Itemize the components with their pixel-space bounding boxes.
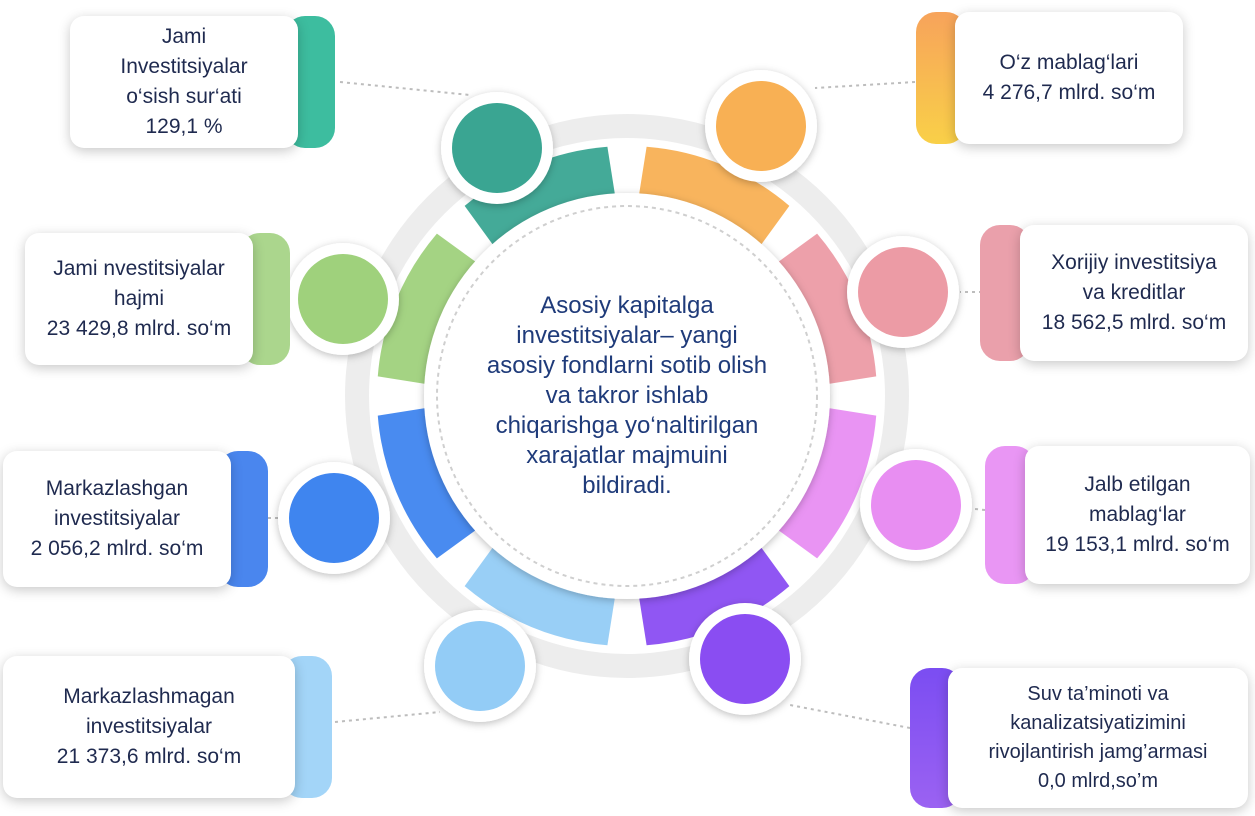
segment-dot-lower-left <box>289 473 379 563</box>
center-dashed-ring <box>436 205 818 587</box>
card-line: 23 429,8 mlrd. so‘m <box>46 317 232 340</box>
card-line: 18 562,5 mlrd. so‘m <box>1041 311 1227 334</box>
card-line: 129,1 % <box>145 115 223 138</box>
segment-dot-bottom-left <box>435 621 525 711</box>
card-line: kanalizatsiyatizimini <box>1010 712 1186 734</box>
center-description: Asosiy kapitalga investitsiyalar– yangi … <box>452 276 802 516</box>
card-line: 19 153,1 mlrd. so‘m <box>1045 533 1230 556</box>
card-line: investitsiyalar <box>85 715 213 738</box>
card-line: va kreditlar <box>1082 281 1186 304</box>
connector-line <box>789 704 911 729</box>
connector-line <box>814 81 916 89</box>
card-line: mablag‘lar <box>1089 503 1186 526</box>
card-line: 0,0 mlrd,so’m <box>1037 770 1159 792</box>
card-line: o‘sish sur‘ati <box>126 85 242 108</box>
connector-line <box>339 81 471 96</box>
segment-dot-upper-right <box>858 247 948 337</box>
info-card-foreign-investment: Xorijiy investitsiya va kreditlar 18 562… <box>1020 225 1248 361</box>
card-line: Jami nvestitsiyalar <box>53 257 225 280</box>
card-line: Investitsiyalar <box>120 55 248 78</box>
card-line: Jalb etilgan <box>1084 473 1191 496</box>
card-line: 2 056,2 mlrd. so‘m <box>30 537 204 560</box>
center-line: Asosiy kapitalga <box>540 292 714 319</box>
segment-dot-bottom-right <box>700 614 790 704</box>
center-circle <box>424 193 830 599</box>
card-line: 21 373,6 mlrd. so‘m <box>56 745 242 768</box>
center-line: investitsiyalar– yangi <box>516 322 738 349</box>
card-line: hajmi <box>113 287 165 310</box>
card-line: Markazlashmagan <box>63 685 235 708</box>
connector-line <box>334 711 441 723</box>
card-line: 4 276,7 mlrd. so‘m <box>982 81 1156 104</box>
card-line: O‘z mablag‘lari <box>999 51 1139 74</box>
info-card-total-volume: Jami nvestitsiyalar hajmi 23 429,8 mlrd.… <box>25 233 253 365</box>
card-line: Suv ta’minoti va <box>1027 683 1169 705</box>
info-card-centralized: Markazlashgan investitsiyalar 2 056,2 ml… <box>3 451 231 587</box>
info-card-decentralized: Markazlashmagan investitsiyalar 21 373,6… <box>3 656 295 798</box>
card-line: Xorijiy investitsiya <box>1051 251 1217 274</box>
info-card-water-fund: Suv ta’minoti va kanalizatsiyatizimini r… <box>948 668 1248 808</box>
segment-dot-lower-right <box>871 460 961 550</box>
segment-dot-top-left <box>452 103 542 193</box>
segment-dot-top-right <box>716 81 806 171</box>
center-line: va takror ishlab <box>545 382 709 409</box>
card-line: rivojlantirish jamg’armasi <box>988 741 1208 763</box>
center-line: chiqarishga yo‘naltirilgan <box>495 412 759 439</box>
center-line: bildiradi. <box>582 472 672 499</box>
info-card-growth-rate: Jami Investitsiyalar o‘sish sur‘ati 129,… <box>70 16 298 148</box>
center-line: xarajatlar majmuini <box>526 442 728 469</box>
card-line: Markazlashgan <box>45 477 189 500</box>
info-card-own-funds: O‘z mablag‘lari 4 276,7 mlrd. so‘m <box>955 12 1183 144</box>
card-line: investitsiyalar <box>53 507 181 530</box>
center-line: asosiy fondlarni sotib olish <box>486 352 768 379</box>
card-line: Jami <box>161 25 207 48</box>
segment-dot-upper-left <box>298 254 388 344</box>
info-card-attracted-funds: Jalb etilgan mablag‘lar 19 153,1 mlrd. s… <box>1025 446 1250 584</box>
